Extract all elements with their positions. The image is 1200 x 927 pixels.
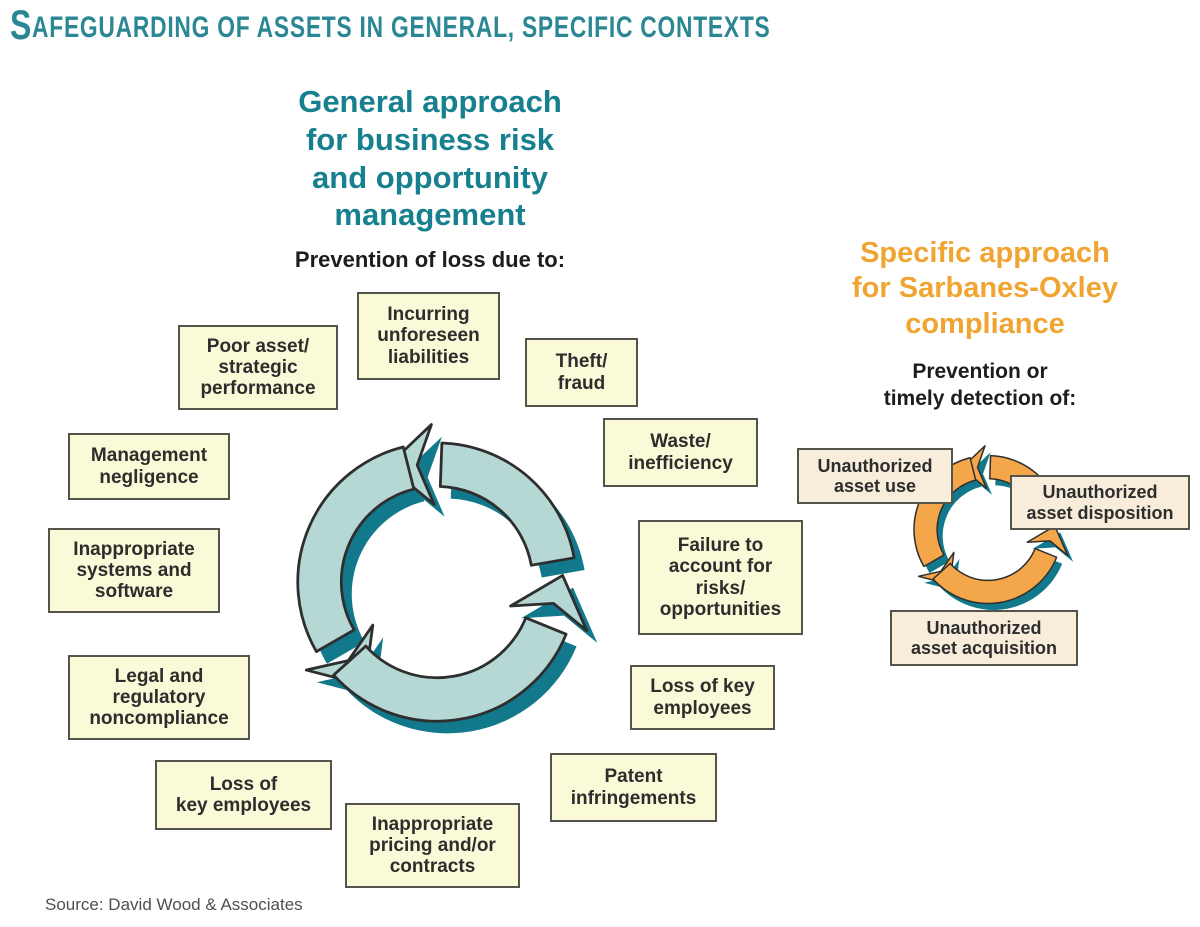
source-credit: Source: David Wood & Associates — [45, 895, 303, 914]
risk-box-legal-regulatory-noncompliance: Legal and regulatory noncompliance — [68, 655, 250, 740]
page-title-lead-letter: S — [10, 1, 33, 48]
risk-box-poor-asset-strategic-performance: Poor asset/ strategic performance — [178, 325, 338, 410]
sox-box-unauthorized-asset-use: Unauthorized asset use — [797, 448, 953, 504]
risk-box-loss-of-key-employees-right: Loss of key employees — [630, 665, 775, 730]
risk-box-inappropriate-pricing-contracts: Inappropriate pricing and/or contracts — [345, 803, 520, 888]
risk-box-waste-inefficiency: Waste/ inefficiency — [603, 418, 758, 487]
risk-box-inappropriate-systems-software: Inappropriate systems and software — [48, 528, 220, 613]
sox-box-unauthorized-asset-disposition: Unauthorized asset disposition — [1010, 475, 1190, 530]
specific-approach-heading: Specific approach for Sarbanes-Oxley com… — [852, 237, 1118, 340]
page-title: Safeguarding of assets in general, speci… — [10, 4, 770, 46]
general-cycle-arrows-diagram — [296, 423, 598, 734]
general-approach-heading: General approach for business risk and o… — [298, 84, 562, 233]
risk-box-incurring-unforeseen-liabilities: Incurring unforeseen liabilities — [357, 292, 500, 380]
specific-approach-subheading: Prevention or timely detection of: — [883, 360, 1077, 411]
sox-box-unauthorized-asset-acquisition: Unauthorized asset acquisition — [890, 610, 1078, 666]
risk-box-loss-of-key-employees-left: Loss of key employees — [155, 760, 332, 830]
risk-box-theft-fraud: Theft/ fraud — [525, 338, 638, 407]
risk-box-patent-infringements: Patent infringements — [550, 753, 717, 822]
general-approach-subheading: Prevention of loss due to: — [294, 247, 566, 272]
risk-box-management-negligence: Management negligence — [68, 433, 230, 500]
page-title-text: afeguarding of assets in general, specif… — [32, 11, 771, 44]
risk-box-failure-to-account-risks-opportunities: Failure to account for risks/ opportunit… — [638, 520, 803, 635]
